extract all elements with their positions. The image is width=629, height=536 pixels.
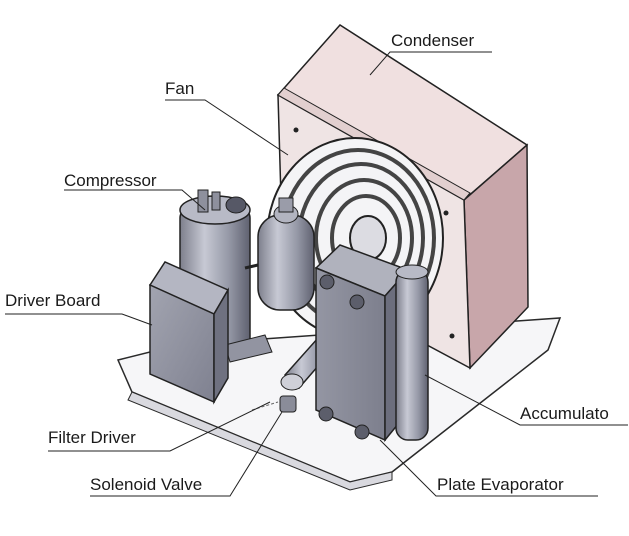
compressor-label: Compressor [64, 171, 157, 190]
accumulator [395, 264, 429, 441]
accumulato-label: Accumulato [520, 404, 609, 423]
solenoid-valve-label: Solenoid Valve [90, 475, 203, 494]
plate-evaporator [314, 244, 410, 443]
plate-evaporator-label: Plate Evaporator [437, 475, 564, 494]
accumulator-small [244, 197, 315, 311]
driver-board [148, 261, 230, 405]
solenoid-valve [251, 395, 297, 413]
fan-label: Fan [165, 79, 195, 98]
condenser-label: Condenser [391, 31, 475, 50]
leader-lines [5, 51, 628, 497]
filter-driver-label: Filter Driver [48, 428, 136, 447]
driver-board-label: Driver Board [5, 291, 101, 310]
